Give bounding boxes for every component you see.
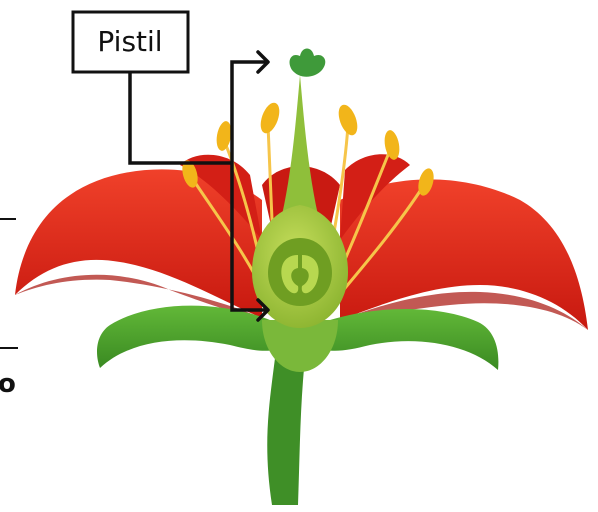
stem [267,350,306,505]
edge-label-fragment: o [0,369,16,399]
ovary-chamber [268,238,332,306]
sepal-left [97,306,275,368]
label-text: Pistil [97,25,162,58]
pistil-stigma [290,49,326,77]
anther-3 [257,100,283,136]
connector-from-label [130,72,232,163]
pistil-style [282,75,318,215]
sepal-right [325,309,498,370]
anther-4 [335,102,361,138]
